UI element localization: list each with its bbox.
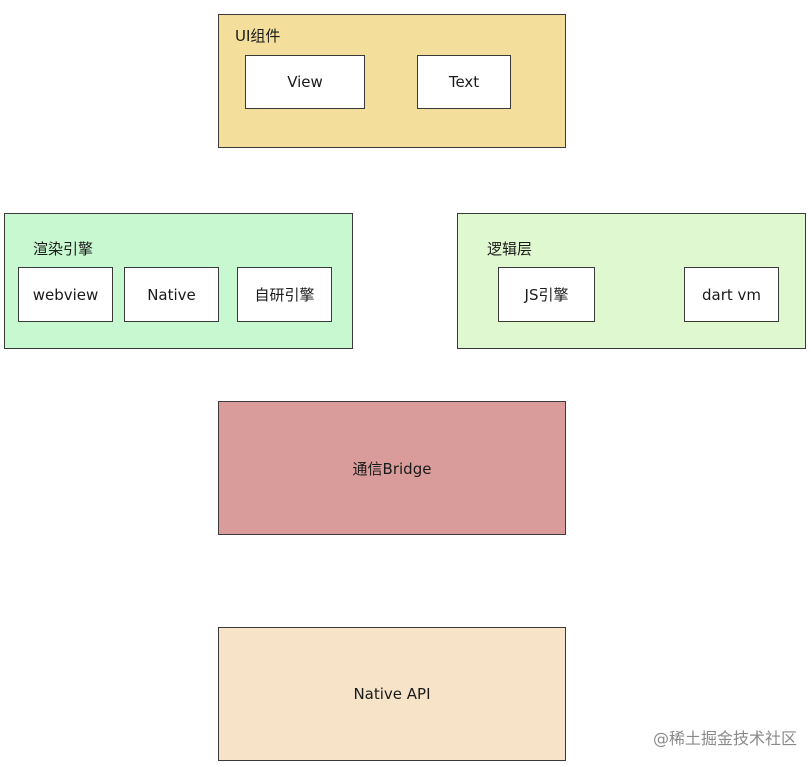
dart-vm-box: dart vm <box>684 267 779 322</box>
webview-box: webview <box>18 267 113 322</box>
logic-layer: 逻辑层 JS引擎 dart vm <box>457 213 806 349</box>
bridge-label: 通信Bridge <box>352 459 432 478</box>
ui-components-layer: UI组件 View Text <box>218 14 566 148</box>
custom-engine-box: 自研引擎 <box>237 267 332 322</box>
native-api-label: Native API <box>353 685 431 703</box>
watermark-text: @稀土掘金技术社区 <box>652 729 797 748</box>
logic-layer-title: 逻辑层 <box>487 240 533 258</box>
view-box: View <box>245 55 365 109</box>
bridge-layer: 通信Bridge <box>218 401 566 535</box>
native-api-layer: Native API <box>218 627 566 761</box>
text-box: Text <box>417 55 511 109</box>
js-engine-box: JS引擎 <box>498 267 595 322</box>
render-engine-title: 渲染引擎 <box>33 240 94 258</box>
ui-components-title: UI组件 <box>235 27 281 45</box>
render-engine-layer: 渲染引擎 webview Native 自研引擎 <box>4 213 353 349</box>
native-box: Native <box>124 267 219 322</box>
